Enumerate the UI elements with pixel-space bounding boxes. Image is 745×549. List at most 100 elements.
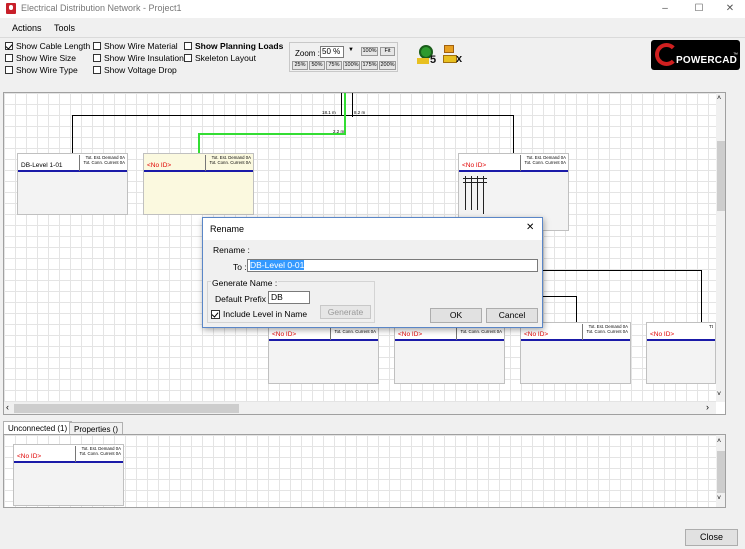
tab-properties[interactable]: Properties (): [69, 422, 124, 436]
scroll-left-arrow-icon[interactable]: ‹: [6, 402, 9, 412]
bottom-scroll-thumb[interactable]: [717, 451, 725, 493]
checkbox-box[interactable]: [93, 42, 101, 50]
board-partial-label: Tt: [709, 324, 713, 329]
cable-line: [576, 296, 577, 322]
zoom-dropdown-icon[interactable]: ▼: [348, 47, 354, 53]
to-label: To :: [233, 262, 247, 272]
checkbox-box[interactable]: [93, 54, 101, 62]
checkbox-label: Show Cable Length: [16, 41, 91, 51]
show-wire-material-checkbox[interactable]: Show Wire Material: [93, 41, 178, 51]
checkbox-label: Show Voltage Drop: [104, 65, 177, 75]
vertical-scroll-thumb[interactable]: [717, 141, 725, 211]
zoom-175-button[interactable]: 175%: [361, 61, 378, 70]
zoom-100-button[interactable]: 100%: [361, 47, 378, 56]
dialog-title: Rename: [210, 224, 245, 234]
zoom-input[interactable]: 50 %: [320, 46, 344, 58]
generate-name-label: Generate Name :: [211, 278, 279, 288]
checkbox-box[interactable]: [5, 42, 13, 50]
checkbox-box[interactable]: [5, 54, 13, 62]
zoom-25-button[interactable]: 25%: [292, 61, 308, 70]
zoom-75-button[interactable]: 75%: [326, 61, 342, 70]
board-id-label: <No ID>: [398, 331, 423, 338]
show-wire-insulation-checkbox[interactable]: Show Wire Insulation: [93, 53, 184, 63]
board-id-label: <No ID>: [272, 331, 297, 338]
ok-button[interactable]: OK: [430, 308, 482, 323]
window-close-button[interactable]: ✕: [725, 3, 735, 14]
skeleton-layout-checkbox[interactable]: Skeleton Layout: [184, 53, 256, 63]
generate-name-group: [207, 281, 375, 323]
est-demand-text: Tot. Est. Demand 0A: [526, 155, 566, 160]
distribution-board-partial[interactable]: <No ID> Tt: [646, 322, 716, 384]
checkbox-label: Show Wire Insulation: [104, 53, 184, 63]
include-level-checkbox[interactable]: Include Level in Name: [211, 309, 307, 319]
conn-current-text: Tot. Conn. Current 0A: [460, 329, 502, 334]
vertical-scrollbar[interactable]: ˄ ˅: [716, 93, 725, 402]
default-prefix-input[interactable]: DB: [268, 291, 310, 304]
window-title: Electrical Distribution Network - Projec…: [21, 3, 182, 13]
show-voltage-drop-checkbox[interactable]: Show Voltage Drop: [93, 65, 177, 75]
horizontal-scroll-thumb[interactable]: [14, 404, 239, 413]
zoom-100b-button[interactable]: 100%: [343, 61, 360, 70]
scroll-down-arrow-icon[interactable]: ˅: [717, 495, 722, 502]
cancel-button[interactable]: Cancel: [486, 308, 538, 323]
show-cable-length-checkbox[interactable]: Show Cable Length: [5, 41, 90, 51]
board-id-label: <No ID>: [650, 331, 675, 338]
show-wire-size-checkbox[interactable]: Show Wire Size: [5, 53, 76, 63]
maximize-button[interactable]: ☐: [694, 3, 704, 14]
show-wire-type-checkbox[interactable]: Show Wire Type: [5, 65, 78, 75]
cable-length-label: 8.2 m: [354, 110, 366, 115]
checkbox-label: Show Wire Size: [16, 53, 76, 63]
circuit-breakers-icon: [463, 176, 491, 216]
scroll-up-arrow-icon[interactable]: ˄: [717, 95, 722, 102]
scroll-up-arrow-icon[interactable]: ˄: [717, 438, 722, 445]
add-board-tool-icon[interactable]: 5: [417, 44, 439, 66]
board-id-label: DB-Level 1-01: [21, 162, 63, 169]
conn-current-text: Tot. Conn. Current 0A: [79, 451, 121, 456]
zoom-200-button[interactable]: 200%: [379, 61, 396, 70]
zoom-50-button[interactable]: 50%: [309, 61, 325, 70]
checkbox-box[interactable]: [184, 54, 192, 62]
scroll-down-arrow-icon[interactable]: ˅: [717, 391, 722, 398]
checkbox-box[interactable]: [184, 42, 192, 50]
to-input[interactable]: DB-Level 0-01: [247, 259, 538, 272]
board-id-label: <No ID>: [17, 453, 42, 460]
menu-actions[interactable]: Actions: [12, 23, 42, 33]
menu-tools[interactable]: Tools: [54, 23, 76, 33]
bottom-vertical-scrollbar[interactable]: ˄ ˅: [716, 435, 725, 507]
horizontal-scrollbar[interactable]: ‹ ›: [4, 402, 716, 414]
title-bar: Electrical Distribution Network - Projec…: [0, 0, 745, 18]
cable-line: [341, 93, 342, 115]
conn-current-text: Tot. Conn. Current 0A: [83, 160, 125, 165]
conn-current-text: Tot. Conn. Current 0A: [334, 329, 376, 334]
zoom-fit-button[interactable]: Fit: [380, 47, 395, 56]
dialog-close-icon[interactable]: ✕: [526, 222, 535, 233]
checkbox-label: Show Wire Type: [16, 65, 78, 75]
minimize-button[interactable]: –: [662, 3, 668, 14]
cable-length-label: 2.2 m: [333, 129, 345, 134]
board-id-label: <No ID>: [147, 162, 172, 169]
selected-cable-line: [198, 133, 200, 154]
generate-button[interactable]: Generate: [320, 305, 371, 319]
show-planning-loads-checkbox[interactable]: Show Planning Loads: [184, 41, 283, 51]
cable-line: [352, 93, 353, 117]
checkbox-box[interactable]: [5, 66, 13, 74]
checkbox-box[interactable]: [93, 66, 101, 74]
scroll-right-arrow-icon[interactable]: ›: [706, 402, 709, 412]
zoom-label: Zoom :: [295, 49, 320, 58]
rename-field: [207, 243, 538, 255]
checkbox-box[interactable]: [211, 309, 220, 319]
remove-board-tool-icon[interactable]: x: [443, 44, 465, 66]
dialog-title-bar: Rename ✕: [203, 218, 542, 240]
checkbox-label: Show Wire Material: [104, 41, 178, 51]
close-button[interactable]: Close: [685, 529, 738, 546]
